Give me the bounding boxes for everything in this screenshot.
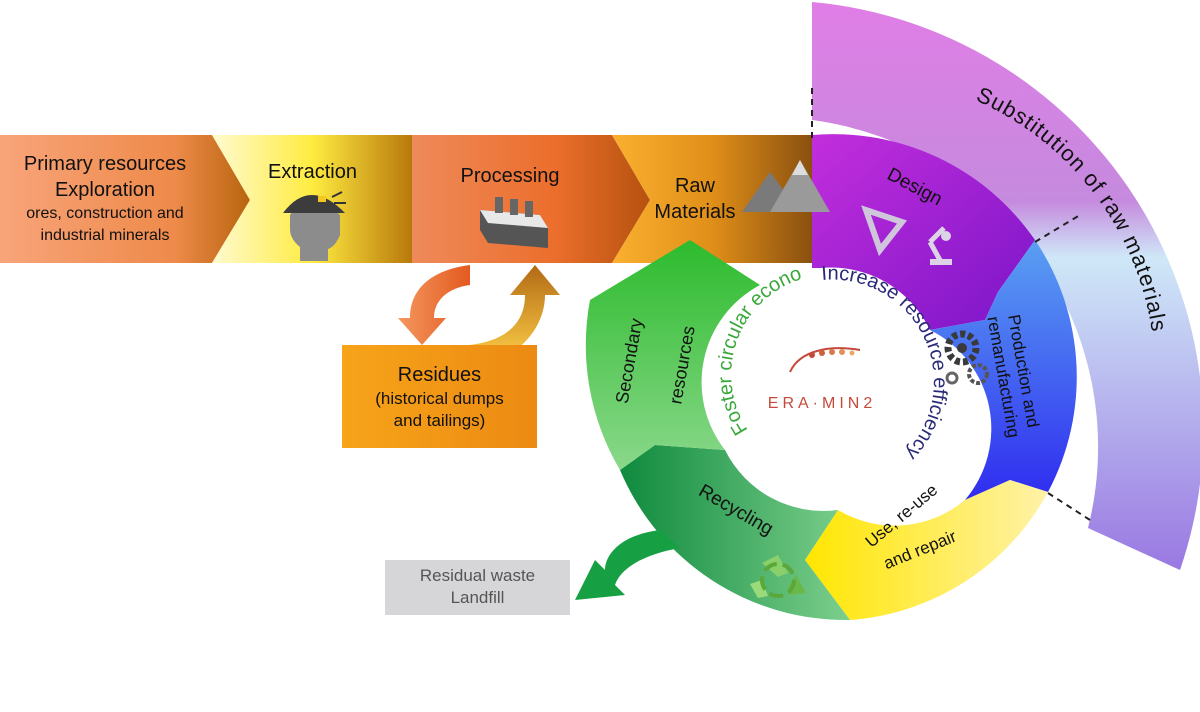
residues-line3: and tailings)	[393, 411, 486, 430]
design-tools-icon	[861, 205, 952, 265]
extraction-label: Extraction	[268, 161, 357, 183]
recycling-segment	[620, 445, 850, 621]
residual-waste-box-shape	[385, 560, 570, 615]
processing-label: Processing	[460, 165, 560, 187]
dashed-line-bottom	[1047, 492, 1091, 521]
raw-line1: Raw	[674, 175, 715, 197]
residues-box-shape	[342, 345, 537, 448]
use-segment	[805, 480, 1048, 620]
raw-line2: Materials	[654, 201, 736, 223]
primary-segment	[0, 135, 250, 263]
primary-line4: industrial minerals	[40, 227, 170, 244]
raw-materials-label: Raw Materials	[640, 170, 750, 228]
residues-line2: (historical dumps	[375, 389, 504, 408]
mountains-icon	[742, 160, 830, 212]
raw-materials-segment	[612, 135, 812, 263]
era-min-logo-text: ERA·MIN2	[768, 395, 876, 412]
processing-machine-icon	[480, 197, 548, 248]
residues-down-arrow	[398, 265, 470, 345]
residues-up-arrow	[470, 265, 560, 365]
landfill-arrow	[575, 530, 680, 600]
era-min-logo-mark	[789, 347, 861, 373]
primary-line2: Exploration	[54, 179, 156, 201]
residues-label: Residues (historical dumps and tailings)	[342, 352, 537, 442]
miner-helmet-icon	[283, 191, 346, 261]
residues-line1: Residues	[397, 364, 482, 386]
primary-line3: ores, construction and	[26, 205, 184, 222]
primary-resources-label: Primary resources Exploration ores, cons…	[0, 140, 210, 258]
residual-line1: Residual waste	[419, 566, 536, 585]
dashed-line-mid	[1034, 214, 1081, 243]
center-circle	[722, 275, 922, 475]
design-segment	[812, 134, 1035, 330]
residual-line2: Landfill	[450, 588, 505, 607]
substitution-arc	[812, 2, 1200, 570]
gears-icon	[944, 330, 989, 385]
production-segment	[930, 240, 1077, 500]
recycle-icon	[750, 555, 806, 598]
primary-line1: Primary resources	[23, 153, 187, 175]
processing-segment	[412, 135, 650, 263]
secondary-segment	[585, 240, 760, 470]
residual-waste-label: Residual waste Landfill	[385, 562, 570, 612]
